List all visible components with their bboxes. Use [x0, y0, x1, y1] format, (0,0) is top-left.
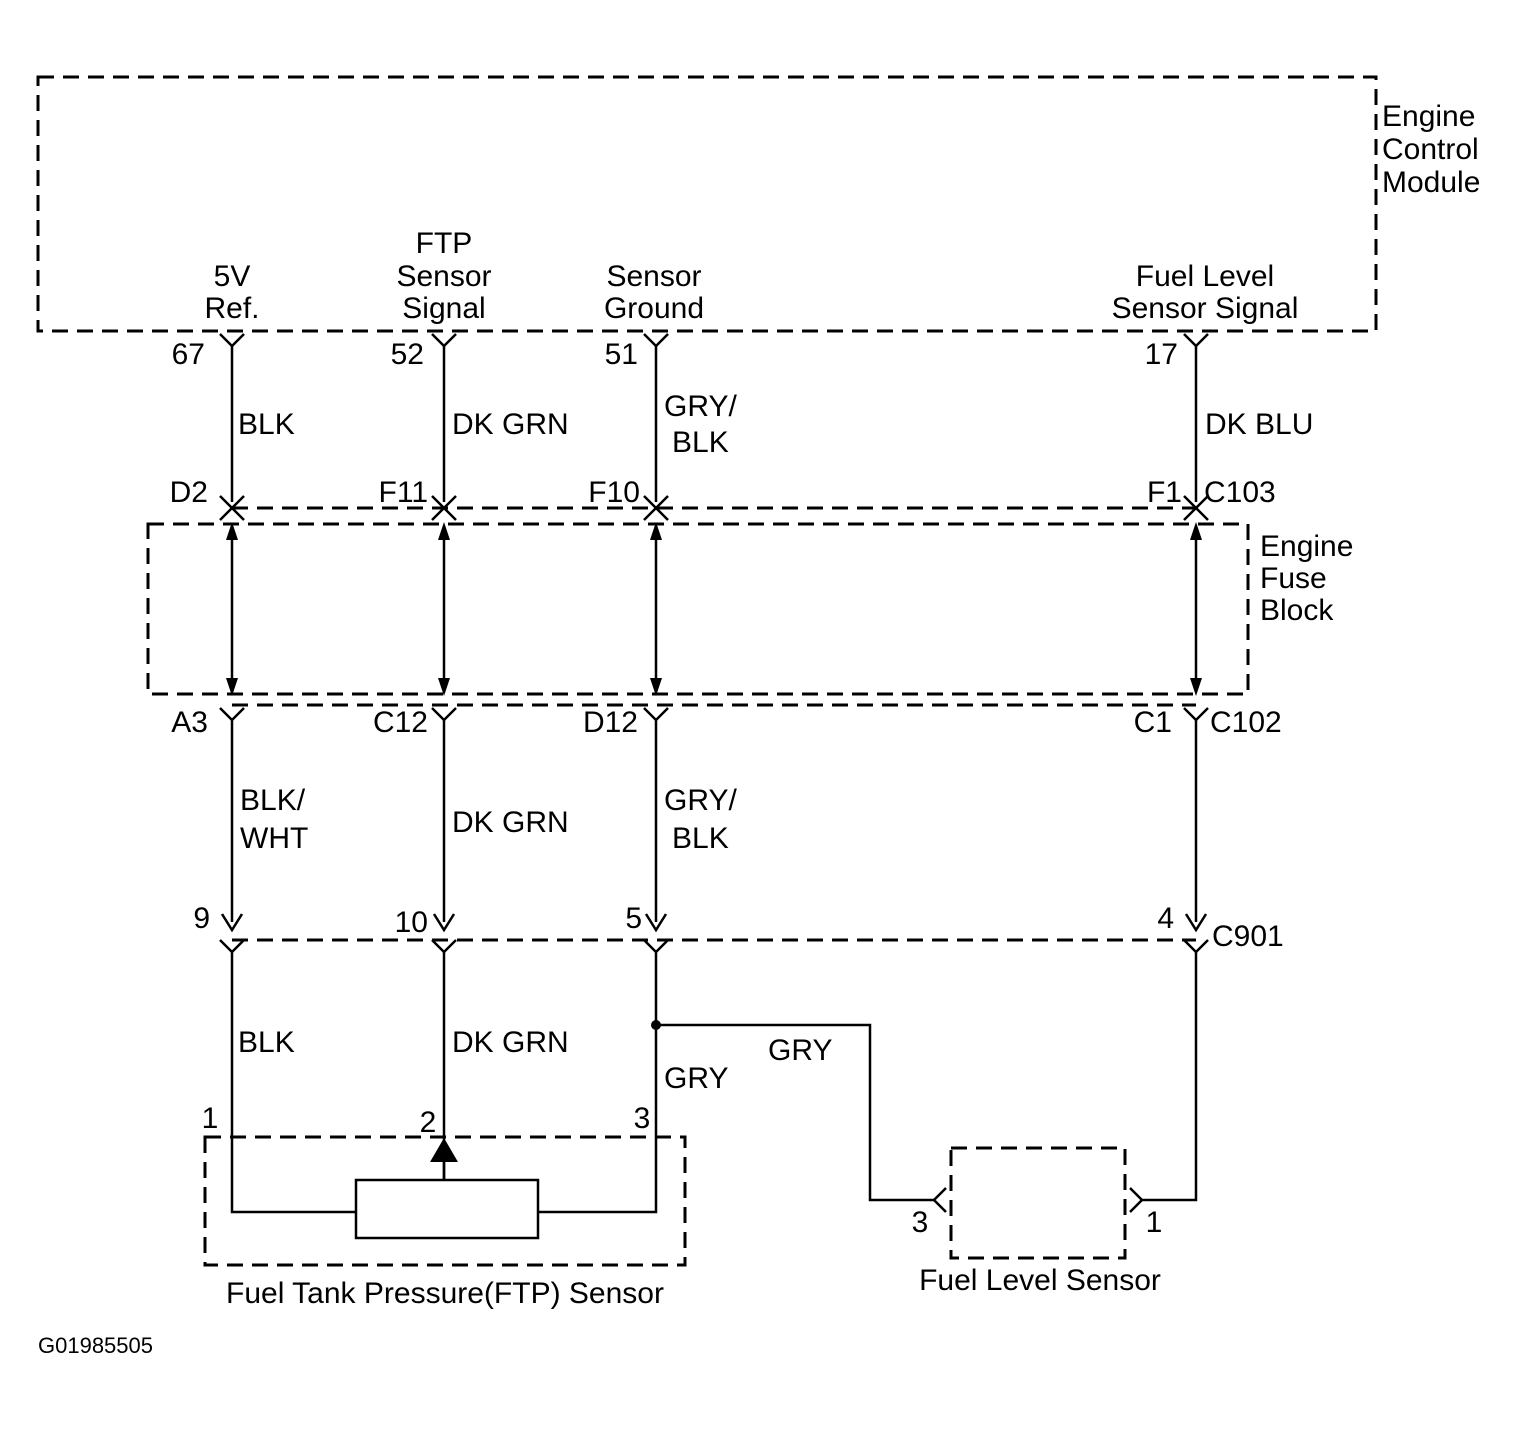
fuse-block-label-line1: Engine — [1260, 530, 1353, 563]
ecm-signal-ftp-line2: Sensor — [396, 260, 491, 293]
c901-pin-10: 10 — [395, 906, 428, 939]
ecm-signal-5v-ref-line2: Ref. — [204, 292, 259, 325]
ecm-signal-fuel-level-line1: Fuel Level — [1136, 260, 1274, 293]
ftp-sensor-label: Fuel Tank Pressure(FTP) Sensor — [226, 1277, 664, 1310]
c103-pin-f11: F11 — [379, 476, 428, 509]
fuse-block-label-line2: Fuse — [1260, 562, 1327, 595]
ftp-sensor-resistor — [354, 1178, 540, 1240]
ftp-sensor-pin-3: 3 — [634, 1102, 651, 1135]
wire-color-5v-middle-line2: WHT — [240, 822, 308, 855]
ecm-label-line1: Engine — [1382, 100, 1475, 133]
c102-pin-c1: C1 — [1134, 706, 1172, 739]
ecm-signal-ftp-line3: Signal — [402, 292, 485, 325]
c901-terminals — [219, 939, 1209, 954]
wire-color-ground-upper-line2: BLK — [672, 426, 729, 459]
fuse-block-wires — [226, 522, 1202, 696]
ecm-pin-67: 67 — [172, 338, 205, 371]
ecm-pin-17: 17 — [1145, 338, 1178, 371]
connector-c901-name: C901 — [1212, 920, 1284, 953]
wire-color-ftp-middle: DK GRN — [452, 806, 569, 839]
ecm-pin-52: 52 — [391, 338, 424, 371]
connector-c103-name: C103 — [1204, 476, 1276, 509]
c103-pin-d2: D2 — [170, 476, 208, 509]
ftp-sensor-pin-1: 1 — [202, 1102, 219, 1135]
ecm-signal-ftp-line1: FTP — [416, 227, 473, 260]
figure-id: G01985505 — [38, 1333, 153, 1358]
fuel-level-sensor-pin-3: 3 — [912, 1206, 929, 1239]
ftp-sensor-wiper-arrow — [430, 1138, 458, 1162]
wire-color-5v-upper: BLK — [238, 408, 295, 441]
wire-color-5v-lower: BLK — [238, 1026, 295, 1059]
ecm-label-line3: Module — [1382, 166, 1480, 199]
connector-c102-name: C102 — [1210, 706, 1282, 739]
ecm-label-line2: Control — [1382, 133, 1479, 166]
ecm-pin-51: 51 — [605, 338, 638, 371]
ecm-signal-5v-ref-line1: 5V — [214, 260, 251, 293]
wire-color-ground-upper-line1: GRY/ — [664, 390, 737, 423]
splice-dot — [651, 1020, 661, 1030]
wire-color-ftp-upper: DK GRN — [452, 408, 569, 441]
c103-pin-f1: F1 — [1147, 476, 1182, 509]
upper-wires — [230, 346, 1198, 502]
ftp-sensor-pin-2: 2 — [420, 1106, 437, 1139]
wire-color-fuel-level-ground: GRY — [768, 1034, 832, 1067]
fuel-level-sensor-pin-1: 1 — [1146, 1206, 1163, 1239]
wire-color-ground-lower: GRY — [664, 1062, 728, 1095]
c901-pin-9: 9 — [193, 902, 210, 935]
engine-fuse-block-box — [146, 522, 1250, 696]
c103-pin-f10: F10 — [588, 476, 640, 509]
wire-color-5v-middle-line1: BLK/ — [240, 784, 306, 817]
c103-terminals — [219, 495, 1209, 521]
fuel-level-sensor-terminals — [932, 1187, 1144, 1213]
lower-wires — [230, 952, 1198, 1214]
wire-color-ground-middle-line1: GRY/ — [664, 784, 737, 817]
c102-terminals — [219, 707, 1209, 722]
engine-control-module-box — [36, 75, 1378, 333]
c102-pin-c12: C12 — [373, 706, 428, 739]
fuel-level-sensor-label: Fuel Level Sensor — [919, 1264, 1161, 1297]
wire-color-ground-middle-line2: BLK — [672, 822, 729, 855]
c901-pin-5: 5 — [625, 902, 642, 935]
wire-color-ftp-lower: DK GRN — [452, 1026, 569, 1059]
c901-pin-4: 4 — [1157, 902, 1174, 935]
wire-color-fuel-level-upper: DK BLU — [1205, 408, 1313, 441]
ecm-signal-sensor-ground-line2: Ground — [604, 292, 704, 325]
fuse-block-label-line3: Block — [1260, 594, 1334, 627]
ecm-signal-sensor-ground-line1: Sensor — [606, 260, 701, 293]
fuel-level-sensor-box — [949, 1146, 1127, 1260]
middle-wires — [220, 720, 1208, 933]
ecm-signal-fuel-level-line2: Sensor Signal — [1112, 292, 1299, 325]
c102-pin-d12: D12 — [583, 706, 638, 739]
c102-pin-a3: A3 — [171, 706, 208, 739]
ecm-terminals — [219, 333, 1209, 348]
